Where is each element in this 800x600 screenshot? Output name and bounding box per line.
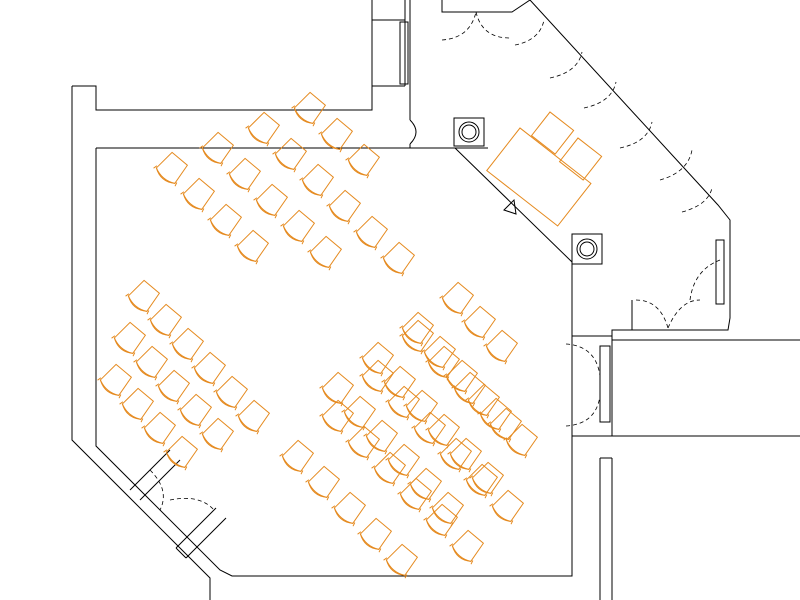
chair (397, 477, 433, 513)
window-top (399, 21, 409, 85)
chair (449, 529, 485, 565)
chair (421, 335, 457, 371)
chair (199, 417, 235, 453)
chair (97, 363, 133, 399)
presenter-chair (558, 137, 603, 181)
chair (199, 131, 235, 167)
chair (437, 437, 473, 473)
upper-left-wall (71, 0, 573, 600)
chair (119, 387, 155, 423)
chair (245, 111, 281, 147)
chair (235, 399, 271, 435)
top-room-wall (96, 0, 455, 149)
chair (423, 503, 459, 539)
chair (299, 163, 335, 199)
door-swing-right (635, 259, 721, 329)
chair (399, 319, 435, 355)
chair (451, 371, 487, 407)
chair (353, 215, 389, 251)
column-icon (453, 117, 485, 147)
chair (425, 345, 461, 381)
chair (407, 467, 443, 503)
chair (461, 305, 497, 341)
chair (180, 177, 216, 213)
chair (226, 157, 262, 193)
column-icon (571, 233, 603, 265)
chair (141, 411, 177, 447)
chair (483, 329, 519, 365)
chair (383, 543, 419, 579)
walls (71, 0, 800, 600)
chair (381, 365, 417, 401)
chair (345, 425, 381, 461)
presenter-area (486, 111, 603, 227)
door-swing-side (565, 343, 601, 427)
chair (147, 303, 183, 339)
chair (385, 443, 421, 479)
chair (403, 389, 439, 425)
chair (319, 371, 355, 407)
chair (489, 489, 525, 525)
chair (399, 311, 435, 347)
doors (149, 11, 725, 511)
chair (234, 229, 270, 265)
chair (477, 397, 513, 433)
chair (465, 383, 501, 419)
chair (213, 375, 249, 411)
chair (279, 439, 315, 475)
presenter-table (486, 127, 592, 227)
chair (331, 491, 367, 527)
door-swing-diagonal (514, 19, 713, 213)
chair (253, 183, 289, 219)
chair (125, 279, 161, 315)
chair (280, 209, 316, 245)
chair (191, 351, 227, 387)
chair (411, 411, 447, 447)
chair (319, 399, 355, 435)
lower-right-wall (571, 262, 800, 600)
chair (177, 393, 213, 429)
diagonal-wall (441, 0, 731, 331)
chair (447, 437, 483, 473)
chair (469, 461, 505, 497)
chair (153, 151, 189, 187)
door-swing-lower-left (149, 469, 215, 511)
chair (326, 189, 362, 225)
direction-arrow-icon (503, 198, 517, 215)
presenter-chair (530, 111, 575, 155)
chair (163, 435, 199, 471)
chair (341, 395, 377, 431)
chair (207, 203, 243, 239)
chair (291, 91, 327, 127)
chair (359, 341, 395, 377)
chair (363, 419, 399, 455)
door-leaf-side (599, 345, 611, 423)
chair (272, 137, 308, 173)
chair (380, 241, 416, 277)
audience-seating (97, 91, 539, 579)
chair (503, 423, 539, 459)
columns (453, 117, 603, 265)
door-leaf-right (715, 239, 725, 305)
chair (439, 281, 475, 317)
chair (305, 465, 341, 501)
chair (357, 517, 393, 553)
chair (359, 359, 395, 395)
chair (111, 321, 147, 357)
chair (133, 345, 169, 381)
door-swing-top (441, 11, 511, 41)
chair (425, 413, 461, 449)
chair (385, 385, 421, 421)
chair (169, 327, 205, 363)
chair (463, 463, 499, 499)
chair (487, 407, 523, 443)
chair (155, 369, 191, 405)
chair (345, 143, 381, 179)
chair (371, 451, 407, 487)
chair (318, 117, 354, 153)
chair (307, 235, 343, 271)
